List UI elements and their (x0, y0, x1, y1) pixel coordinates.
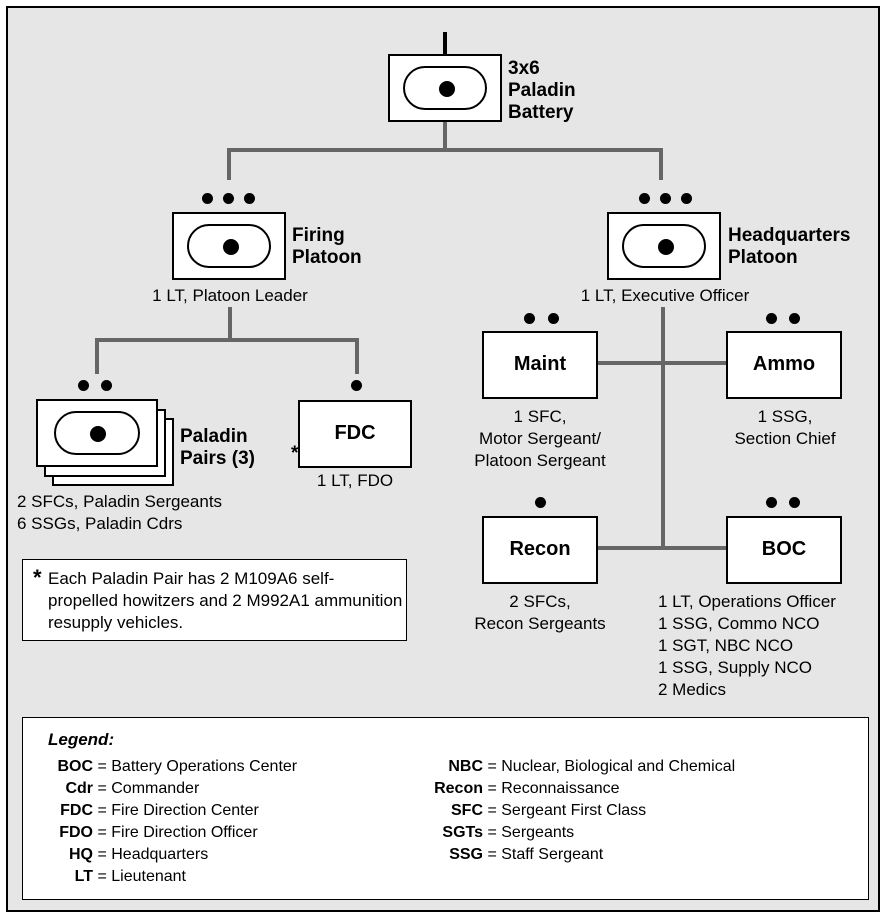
legend-abbr: Recon (434, 780, 483, 797)
maint-box (482, 331, 598, 399)
boc-staff: 1 LT, Operations Officer 1 SSG, Commo NC… (658, 592, 836, 699)
legend-entry: Cdr = Commander (33, 778, 199, 799)
recon-staff: 2 SFCs, Recon Sergeants (474, 592, 606, 633)
infantry-oval-icon (403, 66, 487, 110)
legend-abbr: BOC (57, 758, 93, 775)
legend-def: = Fire Direction Center (97, 802, 259, 819)
legend-def: = Commander (97, 780, 200, 797)
section-dot-icon (766, 497, 777, 508)
legend-abbr: SSG (449, 846, 483, 863)
platoon-dot-icon (202, 193, 213, 204)
legend-entry: FDO = Fire Direction Officer (33, 822, 258, 843)
section-dot-icon (78, 380, 89, 391)
legend-entry: BOC = Battery Operations Center (33, 756, 297, 777)
unit-dot-icon (90, 426, 106, 442)
paladin-pairs-staff-1: 2 SFCs, Paladin Sergeants (17, 492, 223, 511)
maint-label: Maint (513, 353, 567, 375)
firing-platoon-leader: 1 LT, Platoon Leader (152, 286, 308, 305)
recon-label: Recon (509, 538, 571, 560)
legend-abbr: Cdr (65, 780, 93, 797)
legend-abbr: LT (74, 868, 93, 885)
paladin-pairs-asterisk: * (291, 443, 299, 464)
platoon-dot-icon (660, 193, 671, 204)
legend-def: = Battery Operations Center (97, 758, 298, 775)
infantry-oval-icon (54, 411, 140, 455)
legend-entry: FDC = Fire Direction Center (33, 800, 259, 821)
platoon-dot-icon (639, 193, 650, 204)
section-dot-icon (535, 497, 546, 508)
hq-platoon-leader: 1 LT, Executive Officer (580, 286, 750, 305)
legend-entry: SGTs = Sergeants (423, 822, 574, 843)
footnote-text: Each Paladin Pair has 2 M109A6 self-prop… (48, 569, 403, 632)
legend-def: = Sergeants (487, 824, 575, 841)
ammo-staff: 1 SSG, Section Chief (734, 407, 836, 448)
recon-box (482, 516, 598, 584)
section-dot-icon (789, 313, 800, 324)
legend-abbr: SFC (451, 802, 483, 819)
legend-abbr: FDO (59, 824, 93, 841)
platoon-dot-icon (223, 193, 234, 204)
battery-label: 3x6 Paladin Battery (508, 58, 576, 123)
paladin-pair-footnote: * Each Paladin Pair has 2 M109A6 self-pr… (22, 559, 407, 641)
infantry-oval-icon (187, 224, 271, 268)
legend-def: = Staff Sergeant (487, 846, 604, 863)
section-dot-icon (789, 497, 800, 508)
legend-abbr: HQ (69, 846, 93, 863)
fdc-staff: 1 LT, FDO (316, 471, 394, 490)
paladin-pairs-label: Paladin Pairs (3) (180, 426, 255, 469)
legend-entry: SFC = Sergeant First Class (423, 800, 646, 821)
section-dot-icon (351, 380, 362, 391)
paladin-pairs-box (36, 399, 158, 467)
legend-def: = Lieutenant (97, 868, 186, 885)
legend-title: Legend: (48, 730, 115, 749)
legend-entry: NBC = Nuclear, Biological and Chemical (423, 756, 735, 777)
battery-size-dot-icon (439, 81, 455, 97)
fdc-box (298, 400, 412, 468)
maint-staff: 1 SFC, Motor Sergeant/ Platoon Sergeant (474, 407, 606, 470)
boc-label: BOC (761, 538, 807, 560)
boc-box (726, 516, 842, 584)
hq-platoon-label: Headquarters Platoon (728, 225, 851, 268)
ammo-box (726, 331, 842, 399)
hq-platoon-box (607, 212, 721, 280)
legend-abbr: NBC (448, 758, 483, 775)
legend-def: = Reconnaissance (487, 780, 620, 797)
legend-entry: SSG = Staff Sergeant (423, 844, 603, 865)
firing-platoon-box (172, 212, 286, 280)
infantry-oval-icon (622, 224, 706, 268)
ammo-label: Ammo (752, 353, 816, 375)
paladin-pairs-staff-2: 6 SSGs, Paladin Cdrs (17, 514, 183, 533)
section-dot-icon (101, 380, 112, 391)
platoon-dot-icon (244, 193, 255, 204)
legend-entry: Recon = Reconnaissance (423, 778, 620, 799)
legend-abbr: SGTs (442, 824, 483, 841)
section-dot-icon (524, 313, 535, 324)
unit-dot-icon (658, 239, 674, 255)
legend-def: = Fire Direction Officer (97, 824, 258, 841)
battery-unit-box (388, 54, 502, 122)
legend-abbr: FDC (60, 802, 93, 819)
legend-box: Legend: BOC = Battery Operations Center … (22, 717, 869, 900)
legend-entry: HQ = Headquarters (33, 844, 208, 865)
unit-dot-icon (223, 239, 239, 255)
footnote-asterisk: * (33, 565, 42, 590)
firing-platoon-label: Firing Platoon (292, 225, 362, 268)
legend-def: = Sergeant First Class (487, 802, 647, 819)
section-dot-icon (548, 313, 559, 324)
section-dot-icon (766, 313, 777, 324)
fdc-label: FDC (334, 422, 376, 444)
legend-entry: LT = Lieutenant (33, 866, 186, 887)
legend-def: = Nuclear, Biological and Chemical (487, 758, 736, 775)
legend-def: = Headquarters (97, 846, 209, 863)
platoon-dot-icon (681, 193, 692, 204)
